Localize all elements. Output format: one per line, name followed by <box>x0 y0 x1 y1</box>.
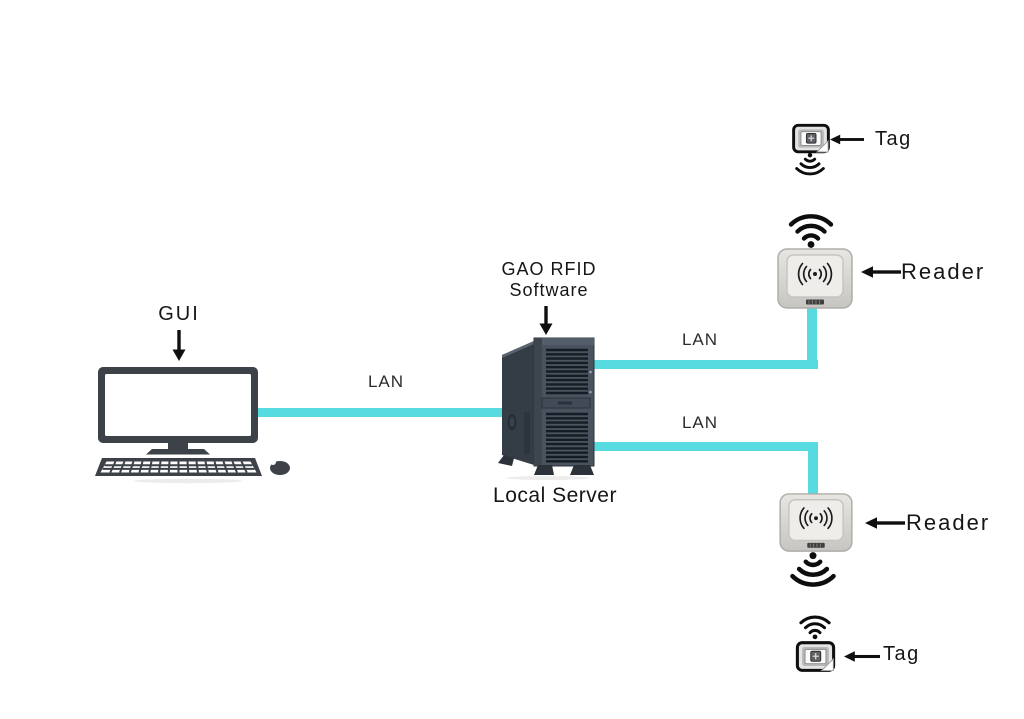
lan-label-computer-server: LAN <box>367 372 405 391</box>
lan-cable-server-reader-top-v <box>807 300 817 368</box>
left-arrow-icon <box>861 265 901 279</box>
server-software-label: GAO RFID Software <box>487 259 611 301</box>
tag-top-label: Tag <box>875 128 912 150</box>
lan-label-reader-bottom: LAN <box>681 413 719 432</box>
tag-bottom-label: Tag <box>883 643 920 665</box>
lan-label-reader-top: LAN <box>681 330 719 349</box>
wifi-signal-down-icon <box>785 551 841 589</box>
rfid-reader-icon <box>777 492 855 554</box>
down-arrow-icon <box>538 306 554 336</box>
server-software-label-line2: Software <box>509 280 589 300</box>
rfid-reader-icon <box>776 247 854 311</box>
down-arrow-icon <box>171 330 187 362</box>
server-caption: Local Server <box>493 484 617 507</box>
lan-cable-server-reader-top-h <box>590 360 818 369</box>
left-arrow-icon <box>865 516 905 530</box>
lan-cable-computer-server <box>258 408 506 417</box>
server-software-label-line1: GAO RFID <box>501 259 597 279</box>
rfid-tag-icon <box>795 640 836 674</box>
wifi-signal-up-icon <box>784 212 838 249</box>
gui-label: GUI <box>158 303 200 325</box>
server-tower-icon <box>496 334 600 482</box>
rfid-tag-icon <box>791 123 831 155</box>
lan-cable-server-reader-bottom-v <box>808 444 818 497</box>
reader-bottom-label: Reader <box>906 510 991 535</box>
wifi-signal-up-icon <box>796 614 834 640</box>
lan-cable-server-reader-bottom-h <box>590 442 818 451</box>
left-arrow-icon <box>844 650 880 663</box>
wifi-signal-down-icon <box>792 152 828 177</box>
left-arrow-icon <box>830 133 864 146</box>
reader-top-label: Reader <box>901 259 986 284</box>
desktop-computer-icon <box>88 362 304 484</box>
